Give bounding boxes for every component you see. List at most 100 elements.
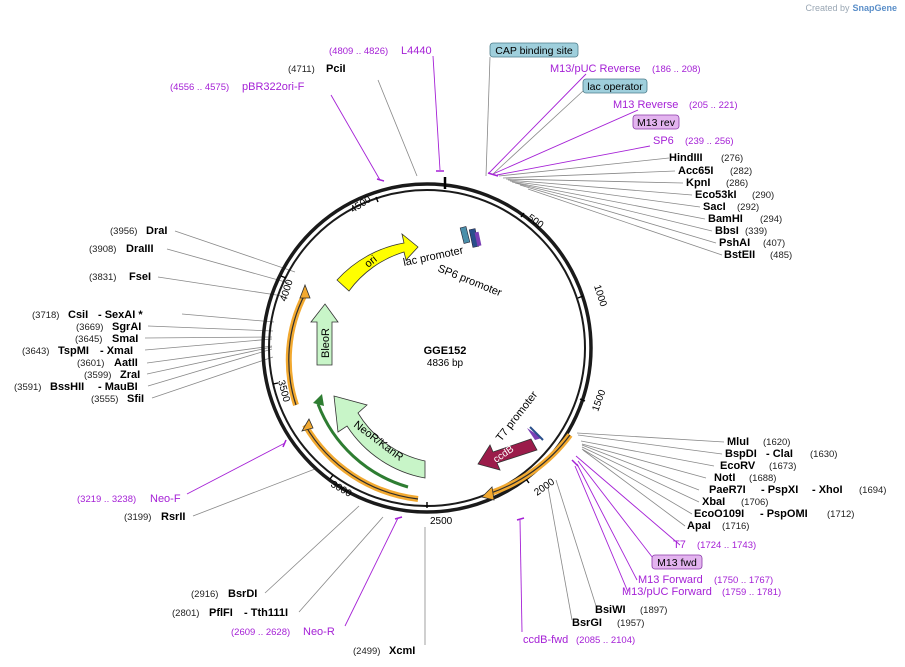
site-bsrdi-pos: (2916) bbox=[191, 589, 218, 600]
promoter-marks bbox=[459, 226, 544, 441]
site-pshai-name: PshAI bbox=[719, 237, 750, 249]
site-pshai-pos: (407) bbox=[763, 238, 785, 249]
site-xcmi-name: XcmI bbox=[389, 645, 415, 657]
site-smai-name: SmaI bbox=[112, 333, 138, 345]
primer-neo-f-pos: (3219 .. 3238) bbox=[77, 494, 136, 505]
site-ecorv-pos: (1673) bbox=[769, 461, 796, 472]
site-pcii-pos: (4711) bbox=[288, 64, 315, 75]
site-bsrgi-pos: (1957) bbox=[617, 618, 644, 629]
site-hindiii-pos: (276) bbox=[721, 153, 743, 164]
sites-bottom: (2916) BsrDI (2801) PflFI - Tth111I (260… bbox=[172, 588, 415, 657]
primer-ccdb-fwd-pos: (2085 .. 2104) bbox=[576, 635, 635, 646]
site-bsteii-name: BstEII bbox=[724, 249, 755, 261]
lac-operator-box: lac operator bbox=[582, 78, 648, 94]
primer-m13-forward-pos: (1750 .. 1767) bbox=[714, 575, 773, 586]
tick-1000: 1000 bbox=[591, 284, 608, 309]
site-sfii-name: SfiI bbox=[127, 393, 144, 405]
site-bsteii-pos: (485) bbox=[770, 250, 792, 261]
site-rsrii-name: RsrII bbox=[161, 511, 185, 523]
site-clai-name: - ClaI bbox=[766, 448, 793, 460]
site-hindiii-name: HindIII bbox=[669, 152, 703, 164]
tick-4500: 4500 bbox=[349, 194, 374, 216]
site-pflfi-name: PflFI bbox=[209, 607, 233, 619]
bleor-feature: BleoR bbox=[310, 303, 339, 366]
primer-lines bbox=[186, 55, 681, 633]
site-acc65i-name: Acc65I bbox=[678, 165, 713, 177]
sites-left: (3956) DraI (3908) DraIII (3831) FseI (3… bbox=[14, 225, 167, 405]
site-draiii-pos: (3908) bbox=[89, 244, 116, 255]
site-xbai-pos: (1706) bbox=[741, 497, 768, 508]
primer-ccdb-fwd-name: ccdB-fwd bbox=[523, 634, 568, 646]
m13-rev-box: M13 rev bbox=[632, 114, 680, 130]
credit-prefix: Created by bbox=[805, 3, 850, 13]
bleor-label: BleoR bbox=[320, 328, 332, 358]
site-smai-pos: (3645) bbox=[75, 334, 102, 345]
site-bsshii-name: BssHII bbox=[50, 381, 84, 393]
primer-neo-r-pos: (2609 .. 2628) bbox=[231, 627, 290, 638]
primer-t7-pos: (1724 .. 1743) bbox=[697, 540, 756, 551]
primer-m13puc-fwd-pos: (1759 .. 1781) bbox=[722, 587, 781, 598]
site-paer7i-pos: (1694) bbox=[859, 485, 886, 496]
ori-feature: ori bbox=[336, 232, 419, 292]
primer-marks bbox=[282, 170, 579, 521]
tick-500: 500 bbox=[525, 212, 545, 231]
sites-right: MluI (1620) BspDI - ClaI (1630) EcoRV (1… bbox=[687, 436, 886, 532]
m13-fwd-box: M13 fwd bbox=[651, 554, 703, 570]
site-bsiwi-pos: (1897) bbox=[640, 605, 667, 616]
primer-m13-forward-name: M13 Forward bbox=[638, 574, 703, 586]
neor-inner-arrow bbox=[316, 403, 409, 489]
site-tspmi-pos: (3643) bbox=[22, 346, 49, 357]
site-maubi-name: - MauBI bbox=[98, 381, 138, 393]
site-drai-name: DraI bbox=[146, 225, 167, 237]
site-bamhi-name: BamHI bbox=[708, 213, 743, 225]
site-mlui-pos: (1620) bbox=[763, 437, 790, 448]
site-draiii-name: DraIII bbox=[126, 243, 154, 255]
site-bsrgi-name: BsrGI bbox=[572, 617, 602, 629]
site-acc65i-pos: (282) bbox=[730, 166, 752, 177]
primer-t7-name: T7 bbox=[673, 539, 686, 551]
cap-binding-label: CAP binding site bbox=[495, 45, 573, 57]
site-sgrai-pos: (3669) bbox=[76, 322, 103, 333]
site-csii-name: CsiI bbox=[68, 309, 88, 321]
box-lines bbox=[485, 56, 584, 177]
tick-2500: 2500 bbox=[430, 516, 453, 527]
site-pspomi-name: - PspOMI bbox=[760, 508, 808, 520]
site-mlui-name: MluI bbox=[727, 436, 749, 448]
site-fsei-name: FseI bbox=[129, 271, 151, 283]
site-kpni-name: KpnI bbox=[686, 177, 710, 189]
neor-inner-head bbox=[313, 394, 324, 406]
site-xbai-name: XbaI bbox=[702, 496, 725, 508]
tick-4000: 4000 bbox=[278, 278, 295, 303]
site-aatii-name: AatII bbox=[114, 357, 138, 369]
sites-top-right: HindIII (276) Acc65I (282) KpnI (286) Ec… bbox=[669, 152, 792, 261]
site-bsrdi-name: BsrDI bbox=[228, 588, 257, 600]
primer-sp6-pos: (239 .. 256) bbox=[685, 136, 734, 147]
primer-m13-reverse-pos: (205 .. 221) bbox=[689, 100, 738, 111]
site-bbsi-name: BbsI bbox=[715, 225, 739, 237]
site-eco0109i-pos: (1712) bbox=[827, 509, 854, 520]
site-saci-name: SacI bbox=[703, 201, 726, 213]
tick-2000: 2000 bbox=[532, 476, 557, 498]
primer-l4440-pos: (4809 .. 4826) bbox=[329, 46, 388, 57]
site-xcmi-pos: (2499) bbox=[353, 646, 380, 657]
site-paer7i-name: PaeR7I bbox=[709, 484, 746, 496]
site-pflfi-pos: (2801) bbox=[172, 608, 199, 619]
primer-sp6-name: SP6 bbox=[653, 135, 674, 147]
site-ecorv-name: EcoRV bbox=[720, 460, 756, 472]
site-eco0109i-name: EcoO109I bbox=[694, 508, 744, 520]
site-pspxi-name: - PspXI bbox=[761, 484, 798, 496]
primer-l4440-name: L4440 bbox=[401, 45, 432, 57]
primer-m13puc-fwd-name: M13/pUC Forward bbox=[622, 586, 712, 598]
site-csii-pos: (3718) bbox=[32, 310, 59, 321]
site-zrai-name: ZraI bbox=[120, 369, 140, 381]
site-apai-pos: (1716) bbox=[722, 521, 749, 532]
sp6-promoter-label: SP6 promoter bbox=[436, 263, 504, 300]
site-apai-name: ApaI bbox=[687, 520, 711, 532]
tick-marks bbox=[272, 196, 586, 508]
orf-heads bbox=[299, 283, 495, 501]
site-aatii-pos: (3601) bbox=[77, 358, 104, 369]
site-bbsi-pos: (339) bbox=[745, 226, 767, 237]
site-sfii-pos: (3555) bbox=[91, 394, 118, 405]
